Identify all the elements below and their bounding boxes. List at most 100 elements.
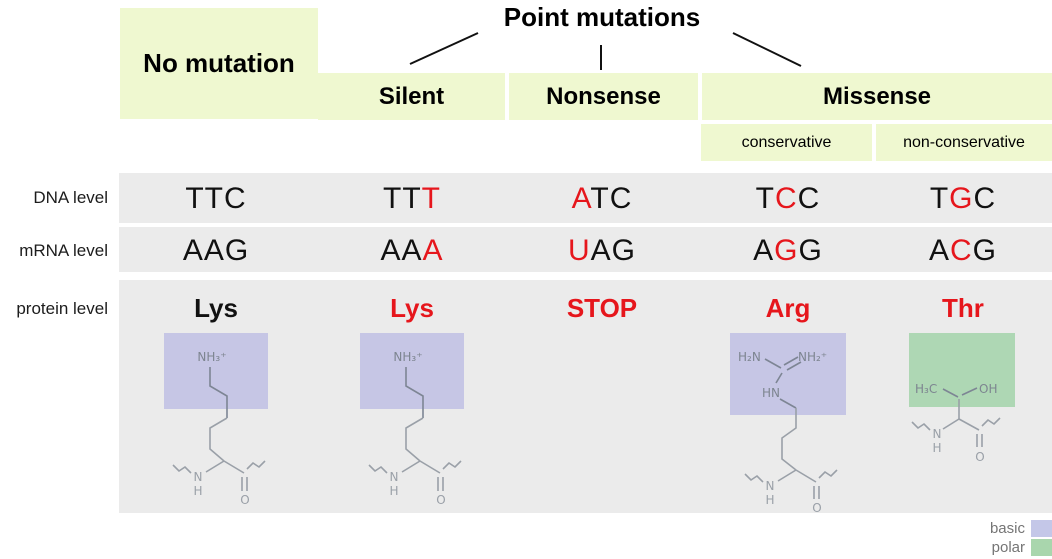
- wavy-terminal-bond: [442, 460, 462, 470]
- mutated-base: A: [571, 182, 591, 215]
- carbonyl-o-label: O: [240, 493, 249, 507]
- mrna-codon-conservative: AGG: [703, 234, 873, 268]
- mutated-base: U: [567, 234, 591, 267]
- backbone-bond: [419, 460, 441, 474]
- diagram-title: Point mutations: [503, 2, 701, 32]
- mutated-base: T: [421, 182, 441, 215]
- codon-text: T: [929, 182, 950, 215]
- mrna-codon-silent: AAA: [327, 234, 497, 268]
- row-label-protein: protein level: [16, 299, 108, 318]
- row-label-mrna: mRNA level: [19, 241, 108, 260]
- carbonyl-double-bond: [813, 486, 820, 499]
- wavy-terminal-bond: [368, 464, 388, 474]
- backbone-bond: [401, 460, 421, 473]
- methyl-group-label: H₃C: [915, 382, 937, 396]
- backbone-h-label: H: [193, 484, 202, 498]
- backbone-bond: [942, 418, 960, 430]
- header-non-conservative: non-conservative: [876, 124, 1052, 161]
- backbone-bond: [223, 460, 245, 474]
- wavy-terminal-bond: [172, 464, 192, 474]
- mrna-codon-non-conservative: ACG: [878, 234, 1048, 268]
- backbone-n-label: N: [933, 427, 942, 441]
- codon-text: TT: [383, 182, 422, 215]
- protein-lys-normal: Lys: [194, 293, 238, 323]
- codon-text: AA: [380, 234, 423, 267]
- codon-text: G: [972, 234, 998, 267]
- side-chain-bond: [405, 417, 424, 462]
- codon-text: A: [753, 234, 775, 267]
- guanidinium-double-bond: [783, 356, 802, 371]
- lysine-structure-1: NH₃⁺ N H O: [164, 333, 268, 507]
- header-conservative: conservative: [701, 124, 872, 161]
- carbonyl-double-bond: [976, 434, 983, 447]
- header-missense: Missense: [702, 73, 1052, 120]
- h2n-group-label: H₂N: [738, 350, 761, 364]
- carbonyl-o-label: O: [975, 450, 984, 464]
- protein-arg: Arg: [765, 293, 811, 323]
- header-nonsense: Nonsense: [509, 73, 698, 120]
- wavy-terminal-bond: [246, 460, 266, 470]
- dna-codon-silent: TTT: [327, 182, 497, 216]
- backbone-h-label: H: [765, 493, 774, 507]
- backbone-bond: [795, 469, 817, 483]
- protein-lys-silent: Lys: [390, 293, 434, 323]
- wavy-terminal-bond: [911, 421, 931, 431]
- row-label-dna: DNA level: [33, 188, 108, 207]
- carbonyl-o-label: O: [812, 501, 821, 513]
- backbone-bond: [777, 469, 797, 482]
- mutated-base: C: [774, 182, 798, 215]
- legend-polar-label: polar: [991, 538, 1025, 556]
- codon-text: TC: [590, 182, 633, 215]
- side-chain-bond: [209, 417, 228, 462]
- amine-group-label: NH₃⁺: [393, 350, 422, 364]
- header-silent: Silent: [318, 73, 505, 120]
- codon-text: A: [928, 234, 950, 267]
- nh2-group-label: NH₂⁺: [798, 350, 827, 364]
- backbone-n-label: N: [194, 470, 203, 484]
- lysine-structure-2: NH₃⁺ N H O: [360, 333, 464, 507]
- backbone-bond: [958, 418, 980, 431]
- legend-item-polar: polar: [992, 538, 1052, 556]
- mutated-base: G: [774, 234, 799, 267]
- side-chain-bond: [781, 408, 797, 471]
- legend-item-basic: basic: [990, 519, 1052, 537]
- amine-group-label: NH₃⁺: [197, 350, 226, 364]
- dna-row-background: [119, 173, 1052, 223]
- protein-row-background: [119, 280, 1052, 513]
- dna-codon-nonsense: ATC: [517, 182, 687, 216]
- carbonyl-double-bond: [437, 477, 444, 491]
- wavy-terminal-bond: [818, 469, 838, 479]
- guanidinium-bond: [775, 372, 783, 384]
- side-chain-bond: [209, 367, 228, 418]
- basic-highlight-box: [730, 333, 846, 415]
- mrna-codon-no-mutation: AAG: [131, 234, 301, 268]
- mutated-base: A: [422, 234, 444, 267]
- hn-group-label: HN: [762, 386, 780, 400]
- mrna-row-background: [119, 227, 1052, 272]
- codon-text: AG: [590, 234, 637, 267]
- dna-codon-conservative: TCC: [703, 182, 873, 216]
- legend-basic-label: basic: [989, 519, 1025, 537]
- protein-thr: Thr: [942, 293, 984, 323]
- backbone-n-label: N: [390, 470, 399, 484]
- branch-lines: [409, 32, 802, 70]
- carbonyl-o-label: O: [436, 493, 445, 507]
- backbone-n-label: N: [766, 479, 775, 493]
- basic-highlight-box: [360, 333, 464, 409]
- mutated-base: G: [949, 182, 974, 215]
- dna-codon-non-conservative: TGC: [878, 182, 1048, 216]
- side-chain-bond: [405, 367, 424, 418]
- polar-color-swatch: [1031, 538, 1052, 556]
- mrna-codon-nonsense: UAG: [517, 234, 687, 268]
- wavy-terminal-bond: [744, 473, 764, 483]
- codon-text: C: [797, 182, 821, 215]
- backbone-h-label: H: [389, 484, 398, 498]
- side-chain-bond: [942, 387, 978, 398]
- carbonyl-double-bond: [241, 477, 248, 491]
- branch-line-missense: [732, 32, 802, 67]
- header-no-mutation: No mutation: [120, 8, 318, 119]
- threonine-structure: H₃C OH N H O: [909, 333, 1015, 464]
- wavy-terminal-bond: [981, 417, 1001, 427]
- codon-text: C: [973, 182, 997, 215]
